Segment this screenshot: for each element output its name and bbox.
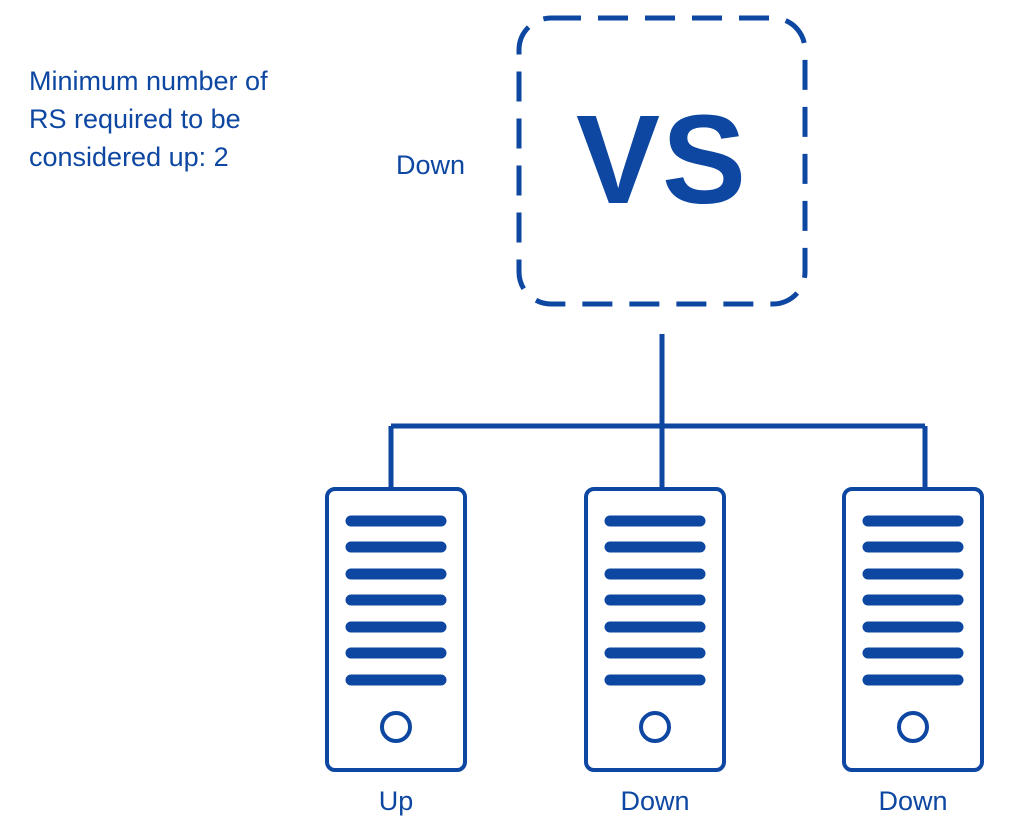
real-server-2-icon[interactable] <box>584 487 726 772</box>
power-button-icon <box>380 711 412 743</box>
real-server-3-status: Down <box>878 786 948 816</box>
real-server-1-icon[interactable] <box>325 487 467 772</box>
virtual-server-box[interactable] <box>516 15 808 307</box>
virtual-server-label: VS <box>575 89 749 230</box>
real-server-3-icon[interactable] <box>842 487 984 772</box>
virtual-server-status: Down <box>396 150 466 180</box>
power-button-icon <box>639 711 671 743</box>
real-server-1-status: Up <box>378 786 414 816</box>
min-rs-note: Minimum number of RS required to be cons… <box>29 66 268 172</box>
power-button-icon <box>897 711 929 743</box>
real-server-2-status: Down <box>620 786 690 816</box>
connector-lines <box>388 334 928 490</box>
